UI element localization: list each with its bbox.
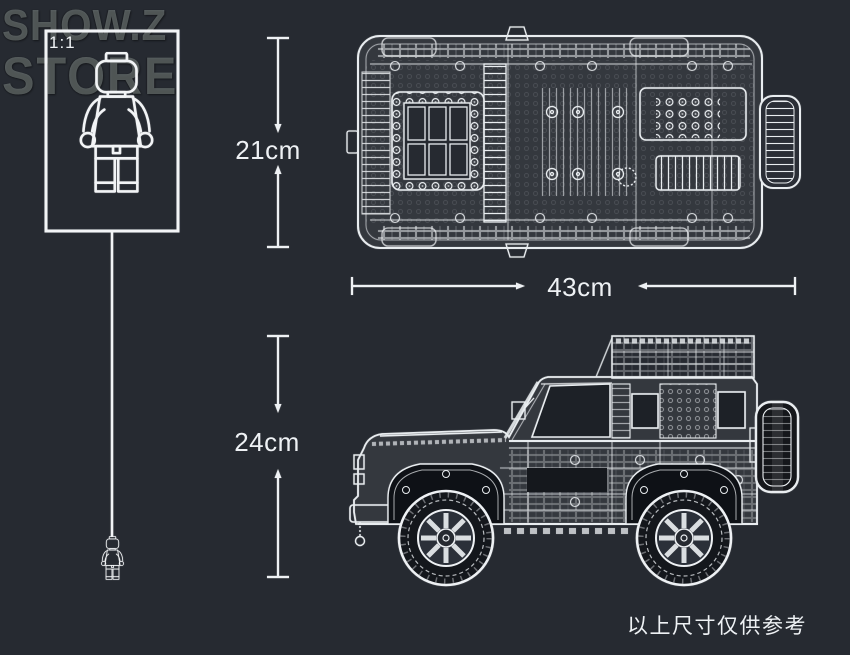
rear-roof-panel [639, 87, 747, 141]
dimension-label-21cm: 21cm [235, 135, 301, 165]
scale-ratio-label: 1:1 [49, 33, 76, 52]
scale-box [44, 29, 180, 580]
rear-slat-block [655, 155, 741, 191]
top-view-drawing [346, 26, 801, 258]
watermark-line1: SHOW.Z [2, 1, 168, 50]
mid-window [631, 393, 659, 429]
windows [530, 383, 746, 438]
dimension-line-24cm [267, 334, 289, 579]
minifigure-small [101, 536, 124, 580]
spare-tire-top [759, 95, 801, 189]
pin-holes [545, 105, 625, 181]
windshield-band [483, 63, 507, 223]
spare-tire-side [749, 400, 800, 494]
dimension-label-43cm: 43cm [547, 272, 613, 302]
door-window [530, 383, 611, 438]
dimension-line-21cm [267, 36, 289, 249]
dimension-line-43cm [350, 277, 797, 295]
front-end [349, 454, 409, 547]
rear-window [717, 391, 746, 429]
rear-wheel [637, 491, 731, 585]
a-pillar-snorkel [503, 381, 540, 439]
dimension-label-24cm: 24cm [234, 427, 300, 457]
disclaimer-text: 以上尺寸仅供参考 [627, 615, 807, 638]
mirror-bottom [505, 243, 529, 258]
store-watermark: SHOW.Z STORE [2, 1, 179, 106]
front-emblem [346, 130, 359, 154]
side-mirror [511, 401, 526, 420]
watermark-line2: STORE [2, 47, 179, 106]
front-wheel [399, 491, 493, 585]
roof-sunroof-panel [391, 91, 485, 191]
roof-rack [595, 335, 755, 379]
side-view-drawing [349, 335, 800, 585]
mirror-top [505, 26, 529, 41]
gear-wheel [617, 167, 637, 187]
minifigure-large [79, 52, 154, 193]
winch-hook [354, 535, 366, 547]
